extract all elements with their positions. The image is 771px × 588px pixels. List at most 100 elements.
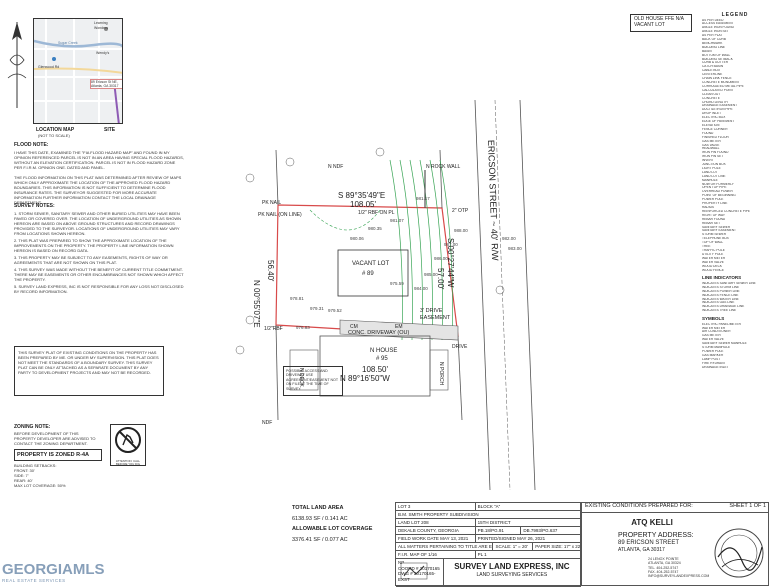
watermark-sub: REAL ESTATE SERVICES	[2, 578, 66, 583]
prepared-for-block: EXISTING CONDITIONS PREPARED FOR: SHEET …	[581, 502, 769, 586]
line-indicator-item: INDICATES SANITARY SEWER LINE	[702, 281, 756, 285]
vacant-lot-label: VACANT LOT	[352, 261, 389, 267]
line-indicators-title: LINE INDICATORS	[702, 275, 742, 281]
symbol-item: GAS METER	[702, 334, 721, 338]
street-name: ERICSON STREET ~ 40' R/W	[486, 140, 500, 262]
elevation-label: 978.81	[290, 296, 304, 301]
easement-label: 3' DRIVE	[420, 308, 443, 314]
easement-label-2: EASEMENT	[420, 315, 451, 321]
setback-line: SIDE: 7'	[14, 473, 29, 478]
setback-line: MAX LOT COVERAGE: 50%	[14, 483, 66, 488]
elevation-label: 983.00	[508, 246, 522, 251]
symbol-item: FIRE HYDRANT	[702, 361, 726, 365]
legend-item: CATCH BASIN	[702, 65, 724, 69]
zoning-note-text: BEFORE DEVELOPMENT OF THIS PROPERTY DEVE…	[14, 431, 96, 446]
area-value: 6138.93 SF / 0.141 AC	[292, 515, 348, 522]
legend-item: ELEVATION	[702, 123, 720, 127]
legend-item: PROPERTY LINE	[702, 202, 728, 206]
survey-note: 5. SURVEY LAND EXPRESS, INC IS NOT RESPO…	[14, 284, 184, 294]
surveyor-seal-icon	[714, 528, 764, 578]
legend-item: FENCE CORNER	[702, 127, 728, 131]
watermark-brand: GEORGIAMLS	[2, 561, 105, 578]
legend-item: REBAR SET	[702, 221, 721, 225]
legend-item: NOW OR FORMERLY	[702, 182, 734, 186]
elevation-label: 980.35	[368, 226, 382, 231]
rock-wall-label: N ROCK WALL	[426, 164, 460, 170]
survey-note: 3. THIS PROPERTY MAY BE SUBJECT TO ANY E…	[14, 255, 168, 265]
legend-item: BUILDING SETBACK	[702, 57, 733, 61]
vacant-lot-number: # 89	[362, 271, 374, 277]
legend-item: LIGHT POLE	[702, 166, 721, 170]
legend-item: OVERHEAD POWER	[702, 190, 733, 194]
tb-lot: LOT 3	[396, 503, 476, 511]
tb-land-lot: LAND LOT 208	[396, 519, 476, 527]
contour-line	[429, 159, 443, 341]
contour-line	[439, 159, 453, 341]
legend-item: TRAFFIC POLE	[702, 248, 725, 252]
symbol-item: POWER POLE	[702, 350, 724, 353]
company-addr-line: FAX. 404-252-5747	[648, 569, 679, 574]
area-block: TOTAL LAND AREA 6138.93 SF / 0.141 AC AL…	[292, 505, 382, 543]
tb-block: BLOCK "A"	[475, 503, 581, 511]
tree-icon	[245, 173, 255, 183]
company-addr-line: ATLANTA, GA 30324	[648, 561, 681, 566]
legend-item: UTILITY POLE	[702, 252, 724, 256]
elevation-label: 976.83	[296, 325, 310, 330]
georgiamls-watermark: GEORGIAMLS REAL ESTATE SERVICES	[2, 561, 105, 584]
legend-item: WOOD DECK	[702, 264, 723, 268]
right-bearing: S 00°27'44"W	[446, 238, 455, 288]
legend-item: DROP INLET	[702, 112, 722, 116]
legend-item: POWER POLE	[702, 198, 724, 202]
line-indicator-item: INDICATES DRAINAGE LINE	[702, 305, 745, 309]
tb-scale: SCALE: 1" = 20'	[493, 543, 534, 551]
legend-item: BACK OF CURB	[702, 38, 726, 42]
legend-item: AS PER DEED	[702, 18, 724, 22]
elevation-label: 986.00	[434, 256, 448, 261]
deck-outline	[289, 349, 319, 391]
street-edge-line	[519, 100, 536, 490]
legend-item: IRON PIN FOUND	[702, 151, 729, 155]
survey-notes-list: 1. STORM SEWER, SANITARY SEWER AND OTHER…	[14, 211, 184, 294]
company-name: SURVEY LAND EXPRESS, INC	[454, 562, 570, 571]
elevation-label: 988.00	[454, 228, 468, 233]
tb-county: DEKALB COUNTY, GEORGIA	[396, 527, 476, 535]
property-address-label: PROPERTY ADDRESS:	[618, 532, 694, 539]
rbf-label-2: 1/2"RBF	[264, 326, 283, 332]
line-indicator-item: INDICATES TREE LINE	[702, 309, 737, 313]
certification-box: THIS SURVEY PLAT OF EXISTING CONDITIONS …	[14, 346, 164, 396]
setback-list: BUILDING SETBACKS: FRONT: 30' SIDE: 7' R…	[14, 463, 104, 488]
driveway-label: CONC. DRIVEWAY (OU)	[348, 330, 409, 336]
survey-note: 1. STORM SEWER, SANITARY SEWER AND OTHER…	[14, 211, 182, 236]
contour-line	[389, 159, 403, 341]
tb-pb: PB.18/PG.91	[475, 527, 522, 535]
elevation-label: 980.06	[350, 236, 364, 241]
legend-item: JUNCTION BOX	[702, 163, 726, 167]
legend-item: BOTTOM OF WALL	[702, 53, 731, 57]
line-indicator-item: INDICATES FENCE LINE	[702, 293, 739, 297]
legend-item: ELECTRIC BOX	[702, 116, 726, 120]
tb-pl: PL 1	[475, 551, 581, 559]
legend-item: REINFORCED CONCRETE PIPE	[702, 209, 750, 213]
map-caption-sub: (NOT TO SCALE)	[38, 133, 70, 138]
legend-item: ACCESS EASEMENT	[702, 22, 734, 26]
legend-item: DUCTILE IRON PIPE	[702, 108, 733, 112]
symbol-item: STORM MANHOLE	[702, 346, 731, 350]
legend-item: TELEPHONE BOX	[702, 237, 729, 241]
house-label: N HOUSE	[370, 348, 397, 354]
tb-coord: COORD # 20170165	[398, 565, 440, 571]
sheet-label: SHEET 1 OF 1	[729, 503, 766, 509]
legend-item: CURB & GUTTER	[702, 61, 729, 65]
no-dig-icon	[115, 427, 141, 453]
legend-item: IRON PIN SET	[702, 155, 724, 159]
title-block: LOT 3 BLOCK "A" B.M. SMITH PROPERTY SUBD…	[395, 502, 581, 587]
legend-item: TOP OF WALL	[702, 241, 724, 245]
map-label-creek: Sugar Creek	[58, 41, 78, 45]
street-center-line	[494, 100, 511, 490]
contour-line	[419, 159, 433, 341]
company-services: LAND SURVEYING SERVICES	[476, 572, 548, 578]
ndf-label: N NDF	[328, 164, 343, 170]
legend-item: RIGHT OF WAY	[702, 213, 725, 217]
